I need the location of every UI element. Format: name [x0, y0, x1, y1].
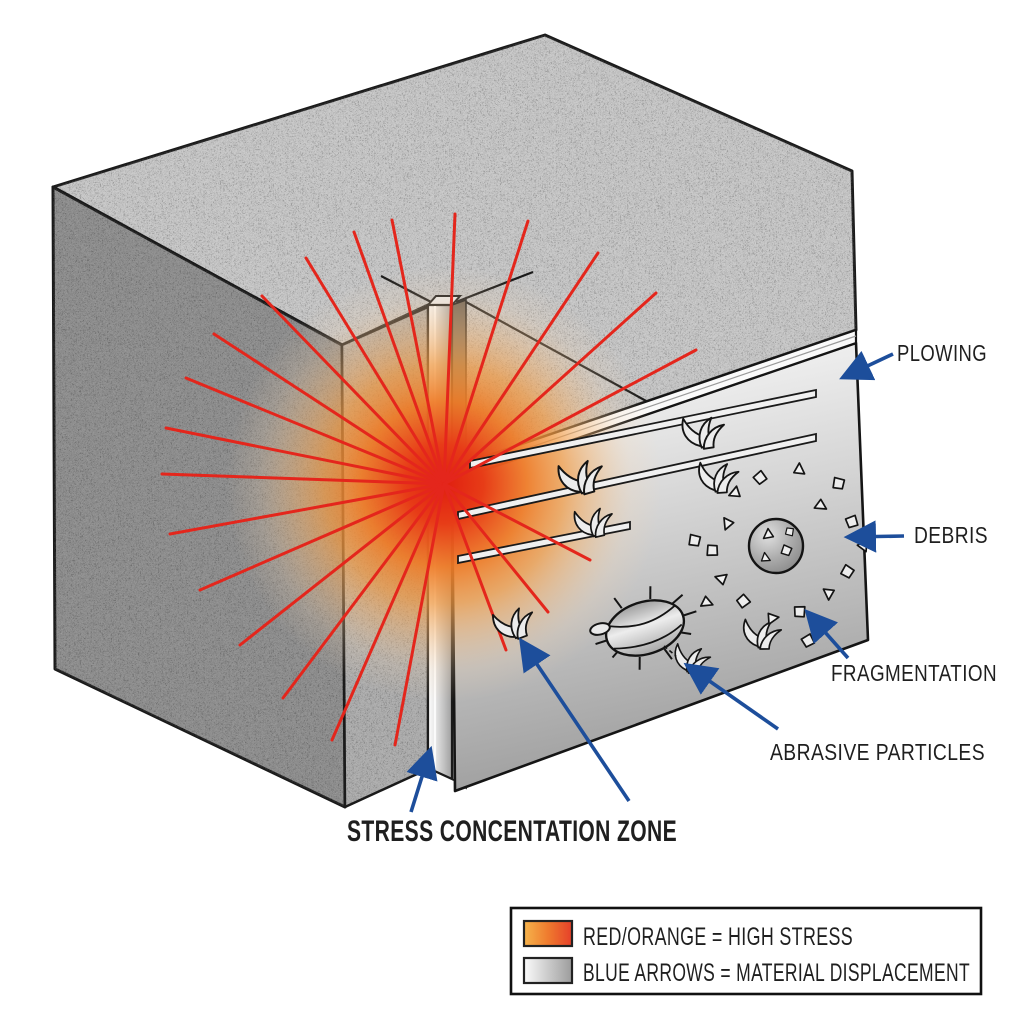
legend-swatch-displacement	[522, 956, 574, 985]
stress-rays	[160, 212, 698, 747]
debris-arrow	[843, 520, 905, 553]
callout-arrows	[406, 350, 905, 813]
legend: RED/ORANGE = HIGH STRESS BLUE ARROWS = M…	[509, 906, 983, 996]
stress-arrow-short	[406, 745, 438, 813]
fragmentation-arrow	[804, 608, 850, 660]
legend-box	[509, 906, 983, 996]
label-stress-zone: STRESS CONCENTATION ZONE	[347, 815, 677, 848]
abrasive-grain	[595, 586, 697, 670]
small-particle	[589, 622, 611, 636]
abrasive-arrow	[683, 662, 780, 731]
stress-arrow-long	[518, 637, 631, 803]
label-plowing: PLOWING	[897, 340, 987, 366]
plowing-arrow	[839, 350, 894, 381]
debris-cluster	[686, 462, 872, 649]
label-abrasive-particles: ABRASIVE PARTICLES	[770, 739, 985, 765]
legend-label-displacement: BLUE ARROWS = MATERIAL DISPLACEMENT	[583, 959, 970, 987]
legend-swatch-high-stress	[522, 919, 574, 948]
legend-label-high-stress: RED/ORANGE = HIGH STRESS	[583, 923, 853, 951]
label-debris: DEBRIS	[914, 522, 988, 548]
label-fragmentation: FRAGMENTATION	[831, 660, 997, 686]
